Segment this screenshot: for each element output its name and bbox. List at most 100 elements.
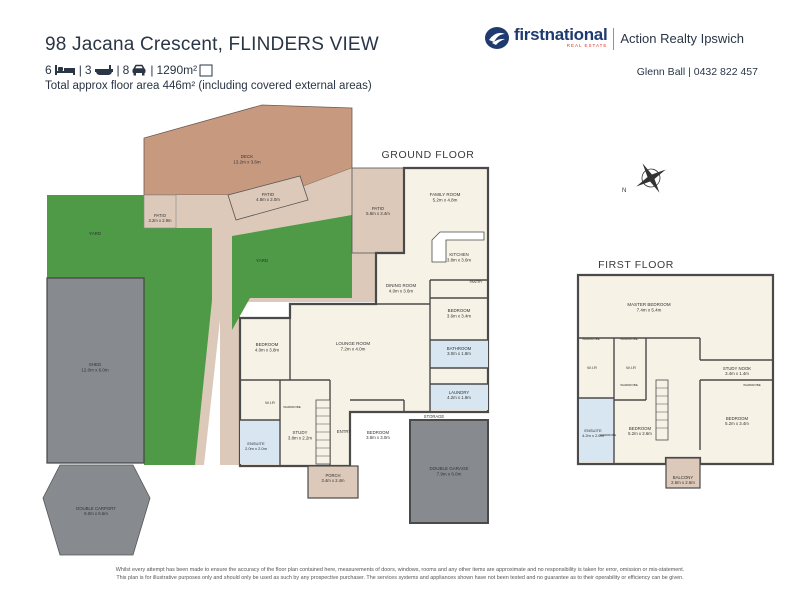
room-label-wir-ff2: W.I.R — [626, 365, 636, 370]
room-size: 5.8m x 3.4m — [366, 211, 390, 216]
bath-icon — [94, 65, 113, 75]
firstnational-logo-icon — [485, 27, 509, 49]
room-label-wir-gf: W.I.R — [265, 400, 275, 405]
room-size: 3.8m x 2.2m — [288, 435, 312, 440]
compass-icon — [636, 163, 666, 193]
room-label-wardrobe-ff2: WARDROBE — [620, 337, 638, 341]
room-size: 3.8m x 3.6m — [447, 257, 471, 262]
room-name: PATIO — [262, 192, 275, 197]
agency-brand: firstnational — [514, 25, 608, 44]
room-label-entry: ENTRY — [337, 429, 352, 434]
bathroom-count: 3 — [84, 63, 92, 77]
room-name: STUDY NOOK — [723, 366, 751, 371]
room-size: 5.2m x 3.4m — [725, 421, 749, 426]
carport — [42, 464, 151, 556]
room-size: 7.9m x 6.0m — [437, 471, 462, 476]
room-size: 4.2m x 2.6m — [582, 433, 605, 438]
room-name: MASTER BEDROOM — [627, 302, 671, 307]
room-name: STORAGE — [424, 414, 445, 419]
room-name: WARDROBE — [582, 337, 600, 341]
room-size: 7.4m x 5.4m — [637, 307, 662, 312]
room-name: LAUNDRY — [449, 390, 470, 395]
bed-icon — [54, 65, 75, 75]
room-name: DOUBLE CARPORT — [76, 506, 116, 511]
agency-logo: firstnational REAL ESTATE Action Realty … — [484, 26, 744, 50]
room-name: BALCONY — [673, 475, 694, 480]
agency-tagline: REAL ESTATE — [566, 43, 608, 48]
room-size: 4.8m x 2.0m — [256, 197, 280, 202]
gf-stairs — [315, 399, 331, 465]
room-name: WARDROBE — [600, 433, 617, 437]
room-name: W.I.R — [587, 365, 597, 370]
room-label-yard-left: YARD — [89, 231, 102, 236]
room-label-wardrobe-ff5: WARDROBE — [600, 433, 617, 437]
stats-separator: | — [78, 63, 82, 77]
room-name: DINING ROOM — [386, 283, 417, 288]
yard-right — [232, 215, 352, 330]
room-name: WARDROBE — [620, 383, 638, 387]
room-name: ENSUITE — [247, 441, 265, 446]
room-name: W.I.R — [265, 400, 275, 405]
room-size: 2.6m x 2.6m — [671, 480, 695, 485]
land-size: 1290m² — [156, 63, 198, 77]
room-name: WARDROBE — [743, 383, 761, 387]
room-label-wardrobe-ff3: WARDROBE — [620, 383, 638, 387]
room-name: YARD — [89, 231, 102, 236]
room-label-wardrobe-ff1: WARDROBE — [582, 337, 600, 341]
disclaimer-line-1: Whilst every attempt has been made to en… — [115, 567, 685, 573]
room-label-storage: STORAGE — [424, 414, 445, 419]
ff-stairs — [655, 379, 669, 441]
room-name: PATIO — [154, 213, 167, 218]
disclaimer: Whilst every attempt has been made to en… — [0, 566, 800, 582]
shed — [46, 277, 145, 464]
room-name: SHED — [89, 362, 102, 367]
room-size: 6.0m x 6.6m — [84, 511, 108, 516]
stats-separator: | — [150, 63, 154, 77]
room-label-pantry: PANTRY — [470, 280, 484, 284]
disclaimer-line-2: This plan is for illustrative purposes o… — [116, 575, 684, 581]
garage — [409, 419, 489, 524]
first-floor-heading: FIRST FLOOR — [598, 259, 674, 271]
property-stats: 6 | 3 | 8 | 1290m² — [45, 63, 213, 77]
room-name: BEDROOM — [367, 430, 390, 435]
gf-internal-walls — [240, 168, 488, 466]
patio-left — [143, 194, 177, 229]
room-name: DECK — [241, 154, 254, 159]
floor-area-note: Total approx floor area 446m² (including… — [45, 80, 372, 92]
room-label-wardrobe-ff4: WARDROBE — [743, 383, 761, 387]
ff-internal-walls — [578, 337, 773, 464]
porch — [307, 465, 359, 499]
room-size: 3.4m x 1.4m — [725, 371, 749, 376]
room-name: WARDROBE — [283, 405, 301, 409]
property-address: 98 Jacana Crescent, FLINDERS VIEW — [45, 34, 379, 55]
room-name: W.I.R — [626, 365, 636, 370]
room-label-yard-mid: YARD — [256, 258, 269, 263]
room-size: 3.0m x 1.8m — [447, 351, 471, 356]
balcony — [665, 457, 701, 489]
room-label-wardrobe-gf: WARDROBE — [283, 405, 301, 409]
room-name: PANTRY — [470, 280, 484, 284]
room-size: 13.2m x 3.6m — [233, 159, 261, 164]
room-size: 4.0m x 3.6m — [389, 288, 413, 293]
room-label-wir-ff1: W.I.R — [587, 365, 597, 370]
